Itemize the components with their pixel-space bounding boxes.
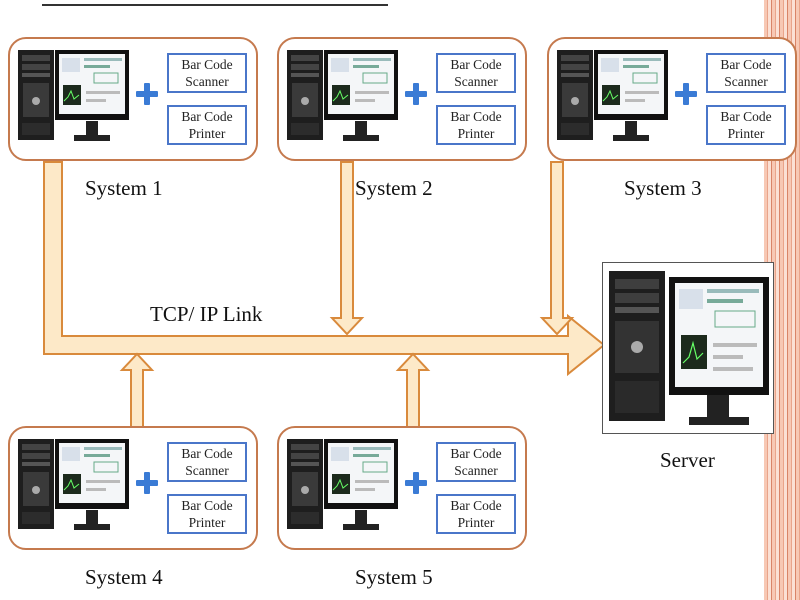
desktop-tower-icon <box>18 439 54 529</box>
scanner-line1: Bar Code <box>450 446 502 461</box>
system-2-box: Bar Code Scanner Bar Code Printer <box>277 37 527 161</box>
desktop-tower-icon <box>287 439 323 529</box>
tcp-ip-link-label: TCP/ IP Link <box>150 302 263 326</box>
printer-line2: Printer <box>457 515 495 530</box>
desktop-tower-icon <box>18 50 54 140</box>
monitor-icon <box>324 50 398 141</box>
bar-code-scanner-box: Bar Code Scanner <box>167 53 247 93</box>
scanner-line1: Bar Code <box>181 446 233 461</box>
system5-up-arrow <box>395 352 431 429</box>
bar-code-scanner-box: Bar Code Scanner <box>167 442 247 482</box>
system-1-box: Bar Code Scanner Bar Code Printer <box>8 37 258 161</box>
printer-line2: Printer <box>188 126 226 141</box>
server-label: Server <box>660 448 715 472</box>
system-1-label: System 1 <box>85 176 163 200</box>
scanner-line2: Scanner <box>185 463 229 478</box>
system-5-label: System 5 <box>355 565 433 589</box>
system-3-box: Bar Code Scanner Bar Code Printer <box>547 37 797 161</box>
plus-icon <box>136 472 158 494</box>
top-rule <box>42 4 388 6</box>
scanner-line1: Bar Code <box>450 57 502 72</box>
bar-code-printer-box: Bar Code Printer <box>706 105 786 145</box>
server-icon <box>609 271 769 425</box>
scanner-line2: Scanner <box>454 463 498 478</box>
printer-line2: Printer <box>457 126 495 141</box>
printer-line2: Printer <box>727 126 765 141</box>
plus-icon <box>405 83 427 105</box>
bar-code-printer-box: Bar Code Printer <box>436 494 516 534</box>
monitor-icon <box>55 50 129 141</box>
system-5-box: Bar Code Scanner Bar Code Printer <box>277 426 527 550</box>
system2-down-arrow <box>329 161 365 336</box>
monitor-icon <box>324 439 398 530</box>
scanner-line2: Scanner <box>724 74 768 89</box>
printer-line2: Printer <box>188 515 226 530</box>
printer-line1: Bar Code <box>181 498 233 513</box>
system3-down-arrow <box>539 161 575 336</box>
bar-code-printer-box: Bar Code Printer <box>436 105 516 145</box>
desktop-tower-icon <box>557 50 593 140</box>
printer-line1: Bar Code <box>720 109 772 124</box>
bar-code-scanner-box: Bar Code Scanner <box>436 442 516 482</box>
printer-line1: Bar Code <box>450 498 502 513</box>
system-4-label: System 4 <box>85 565 163 589</box>
system-2-label: System 2 <box>355 176 433 200</box>
server-box <box>602 262 774 434</box>
plus-icon <box>675 83 697 105</box>
plus-icon <box>136 83 158 105</box>
bar-code-scanner-box: Bar Code Scanner <box>436 53 516 93</box>
system-4-box: Bar Code Scanner Bar Code Printer <box>8 426 258 550</box>
scanner-line2: Scanner <box>185 74 229 89</box>
monitor-icon <box>594 50 668 141</box>
scanner-line2: Scanner <box>454 74 498 89</box>
printer-line1: Bar Code <box>181 109 233 124</box>
scanner-line1: Bar Code <box>181 57 233 72</box>
monitor-icon <box>55 439 129 530</box>
system4-up-arrow <box>119 352 155 429</box>
bar-code-printer-box: Bar Code Printer <box>167 105 247 145</box>
bar-code-printer-box: Bar Code Printer <box>167 494 247 534</box>
bar-code-scanner-box: Bar Code Scanner <box>706 53 786 93</box>
plus-icon <box>405 472 427 494</box>
scanner-line1: Bar Code <box>720 57 772 72</box>
system-3-label: System 3 <box>624 176 702 200</box>
printer-line1: Bar Code <box>450 109 502 124</box>
desktop-tower-icon <box>287 50 323 140</box>
